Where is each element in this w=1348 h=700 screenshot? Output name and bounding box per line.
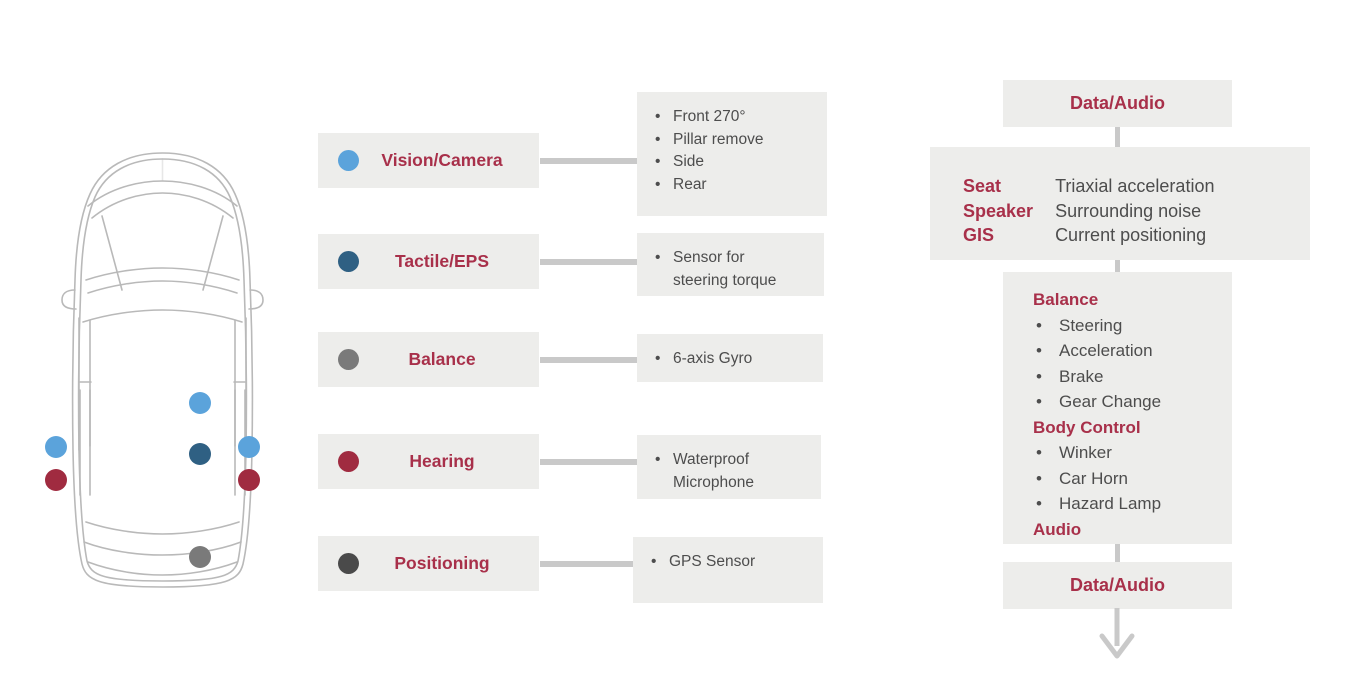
legend-dot-positioning (338, 553, 359, 574)
flow-io-signal: Current positioning (1055, 225, 1207, 245)
legend-dot-hearing (338, 451, 359, 472)
flow-io-source: Seat (963, 176, 1002, 196)
flow-control-item: Gear Change (1033, 389, 1161, 415)
legend-label-box-tactile-eps[interactable]: Tactile/EPS (318, 234, 539, 289)
legend-detail-item: Pillar remove (653, 129, 809, 152)
legend-label-box-positioning[interactable]: Positioning (318, 536, 539, 591)
legend-detail-item: Rear (653, 174, 809, 197)
sensor-dot-gyro-center (189, 546, 211, 568)
legend-detail-box-tactile-eps: Sensor for steering torque (637, 233, 824, 296)
legend-detail-item: Side (653, 151, 809, 174)
legend-title-vision-camera: Vision/Camera (381, 150, 503, 170)
legend-detail-box-hearing: Waterproof Microphone (637, 435, 821, 499)
legend-dot-balance (338, 349, 359, 370)
sensor-dot-camera-right-mirror (238, 436, 260, 458)
legend-detail-box-balance: 6-axis Gyro (637, 334, 823, 382)
legend-detail-item: Front 270° (653, 106, 809, 129)
legend-title-positioning: Positioning (394, 553, 490, 573)
down-arrow-icon (1099, 608, 1135, 659)
flow-control-item: Steering (1033, 313, 1161, 339)
legend-detail-box-positioning: GPS Sensor (633, 537, 823, 603)
legend-title-tactile-eps: Tactile/EPS (394, 251, 490, 271)
car-outline-icon (61, 152, 264, 588)
flow-control-heading: Body Control (1033, 417, 1141, 437)
legend-connector-balance (540, 357, 637, 363)
legend-detail-item: Waterproof Microphone (653, 449, 803, 494)
flow-output-label: Data/Audio (1069, 575, 1165, 595)
sensor-dot-camera-left-mirror (45, 436, 67, 458)
legend-connector-hearing (540, 459, 637, 465)
legend-connector-tactile-eps (540, 259, 637, 265)
flow-control-heading: Balance (1033, 290, 1099, 309)
flow-control-item: Acceleration (1033, 338, 1161, 364)
legend-title-hearing: Hearing (409, 451, 475, 471)
legend-label-box-vision-camera[interactable]: Vision/Camera (318, 133, 539, 188)
flow-connector-top (1115, 127, 1120, 147)
sensor-dot-mic-left (45, 469, 67, 491)
flow-control-heading: Audio (1033, 519, 1082, 539)
flow-control-item: Brake (1033, 364, 1161, 390)
flow-io-source: Speaker (963, 200, 1034, 221)
flow-control-item: Car Horn (1033, 466, 1161, 492)
legend-detail-box-vision-camera: Front 270°Pillar removeSideRear (637, 92, 827, 216)
sensor-dot-camera-front-windshield (189, 392, 211, 414)
flow-control-box: BalanceSteeringAccelerationBrakeGear Cha… (1003, 272, 1232, 544)
flow-connector-bottom (1115, 544, 1120, 562)
legend-connector-vision-camera (540, 158, 637, 164)
flow-io-source: GIS (963, 225, 995, 245)
car-sensor-layout-figure (45, 150, 275, 590)
flow-input-label: Data/Audio (1069, 93, 1165, 113)
flow-control-list: BalanceSteeringAccelerationBrakeGear Cha… (1033, 287, 1161, 542)
legend-detail-item: 6-axis Gyro (653, 348, 805, 371)
sensor-dot-tactile-steering (189, 443, 211, 465)
flow-input-box: Data/Audio (1003, 80, 1232, 127)
legend-detail-item: GPS Sensor (649, 551, 805, 574)
flow-connector-middle (1115, 260, 1120, 272)
flow-io-signal: Triaxial acceleration (1055, 176, 1215, 196)
flow-io-signal: Surrounding noise (1055, 200, 1202, 221)
legend-dot-tactile-eps (338, 251, 359, 272)
legend-label-box-balance[interactable]: Balance (318, 332, 539, 387)
legend-label-box-hearing[interactable]: Hearing (318, 434, 539, 489)
legend-detail-item: Sensor for steering torque (653, 247, 806, 292)
flow-output-box: Data/Audio (1003, 562, 1232, 609)
flow-control-item: Hazard Lamp (1033, 491, 1161, 517)
legend-title-balance: Balance (408, 349, 476, 369)
legend-connector-positioning (540, 561, 633, 567)
flow-control-item: Winker (1033, 440, 1161, 466)
legend-dot-vision-camera (338, 150, 359, 171)
sensor-dot-mic-right (238, 469, 260, 491)
